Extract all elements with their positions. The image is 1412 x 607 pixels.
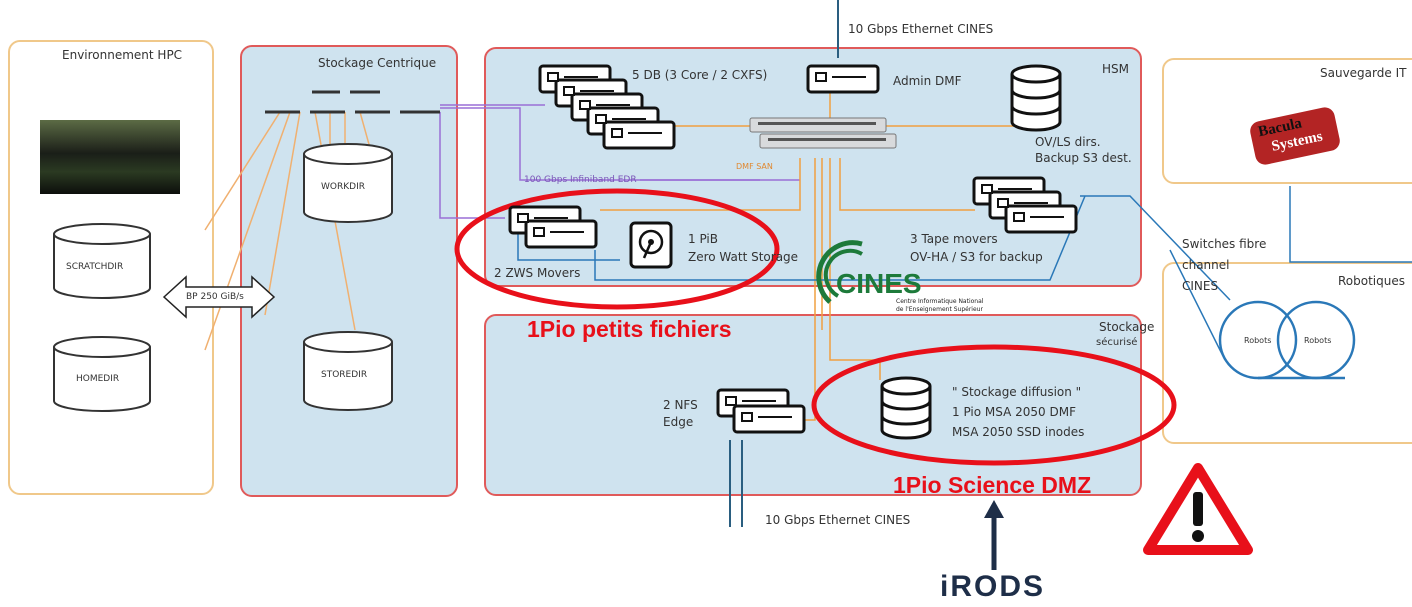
fibre-label-line1: Switches fibre <box>1182 237 1267 251</box>
infiniband-label: 100 Gbps Infiniband EDR <box>524 175 637 185</box>
storedir-label: STOREDIR <box>321 370 368 380</box>
annotation-science-dmz: 1Pio Science DMZ <box>893 472 1092 498</box>
irods-logo: iRODS <box>940 570 1045 604</box>
secure-zone-title-line1: Stockage <box>1099 320 1155 334</box>
hsm-zone-title: HSM <box>1102 62 1129 76</box>
admin-dmf-label: Admin DMF <box>893 74 962 88</box>
cines-logo-text: CINES <box>836 268 922 299</box>
fibre-links <box>517 186 1412 361</box>
bp-double-arrow <box>162 275 276 319</box>
diffusion-database-icon <box>880 376 932 440</box>
robots-label-2: Robots <box>1304 336 1332 345</box>
workdir-cylinder <box>303 143 393 223</box>
ov-ls-label-line2: Backup S3 dest. <box>1035 151 1132 165</box>
eth-bottom-label: 10 Gbps Ethernet CINES <box>765 513 911 527</box>
tape-movers-label-line2: OV-HA / S3 for backup <box>910 250 1043 264</box>
zws-label-line1: 1 PiB <box>688 232 718 246</box>
irods-logo-text: iRODS <box>940 570 1046 603</box>
storedir-cylinder <box>303 331 393 411</box>
diffusion-label-line2: 1 Pio MSA 2050 DMF <box>952 405 1076 419</box>
tape-movers-stack <box>972 176 1078 234</box>
dmf-san-switch <box>749 117 897 149</box>
nfs-edge-label-line2: Edge <box>663 415 694 429</box>
robots-label-1: Robots <box>1244 336 1272 345</box>
cines-logo: CINES Centre Informatique National de l'… <box>812 236 984 316</box>
hard-disk-icon <box>629 221 673 269</box>
scratchdir-label: SCRATCHDIR <box>66 262 124 272</box>
eth-top-label: 10 Gbps Ethernet CINES <box>848 22 994 36</box>
warning-icon <box>1143 463 1253 555</box>
bp-label: BP 250 GiB/s <box>186 292 244 302</box>
diffusion-label-line1: " Stockage diffusion " <box>952 385 1082 399</box>
secure-zone-title-line2: sécurisé <box>1096 337 1138 348</box>
irods-arrow <box>984 500 1004 570</box>
central-zone-title: Stockage Centrique <box>318 56 437 70</box>
zws-movers-stack <box>508 205 598 249</box>
robot-loops <box>1218 300 1356 380</box>
highlight-ellipse-dmz <box>811 344 1177 466</box>
annotation-petits-fichiers: 1Pio petits fichiers <box>527 316 732 342</box>
fibre-label-line3: CINES <box>1182 279 1219 293</box>
nfs-edge-servers <box>716 388 806 434</box>
cines-logo-arcs <box>816 240 863 304</box>
central-switch <box>265 90 440 114</box>
fibre-label-line2: channel <box>1182 258 1230 272</box>
dmf-san-label: DMF SAN <box>736 162 773 171</box>
zws-movers-label: 2 ZWS Movers <box>494 266 581 280</box>
central-storage-panel <box>240 45 458 497</box>
cines-logo-sub2: de l'Enseignement Supérieur <box>896 306 983 313</box>
ov-ls-database-icon <box>1010 64 1062 132</box>
highlight-ellipse-petits <box>454 188 780 310</box>
db-label: 5 DB (3 Core / 2 CXFS) <box>632 68 768 82</box>
ethernet-links <box>729 0 839 527</box>
workdir-label: WORKDIR <box>321 182 365 192</box>
robotics-zone-title: Robotiques <box>1338 274 1405 288</box>
db-server-stack <box>538 64 676 150</box>
infiniband-links <box>439 104 800 219</box>
homedir-cylinder <box>53 336 151 412</box>
hpc-zone-title: Environnement HPC <box>62 48 183 62</box>
admin-dmf-server <box>806 64 880 94</box>
zws-label-line2: Zero Watt Storage <box>688 250 799 264</box>
scratchdir-cylinder <box>53 223 151 299</box>
cines-logo-sub1: Centre Informatique National <box>896 298 984 305</box>
backup-zone-title: Sauvegarde IT <box>1320 66 1407 80</box>
homedir-label: HOMEDIR <box>76 374 120 384</box>
ov-ls-label-line1: OV/LS dirs. <box>1035 135 1101 149</box>
hpc-cluster-photo <box>40 120 180 194</box>
robotics-panel <box>1162 262 1412 444</box>
diffusion-label-line3: MSA 2050 SSD inodes <box>952 425 1085 439</box>
nfs-edge-label-line1: 2 NFS <box>663 398 698 412</box>
tape-movers-label-line1: 3 Tape movers <box>910 232 998 246</box>
